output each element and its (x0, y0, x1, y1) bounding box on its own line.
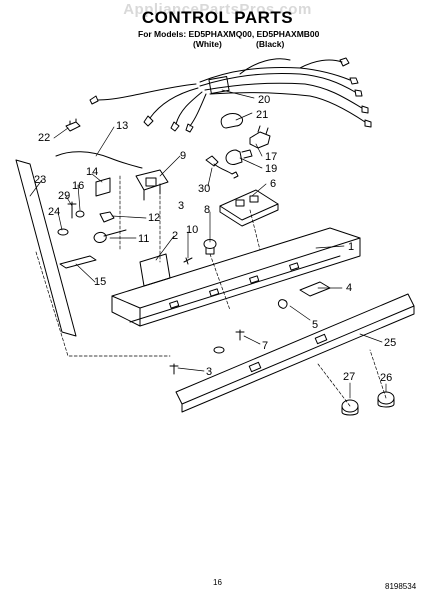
label-part-22: 22 (38, 132, 50, 144)
part-19-bulb (225, 149, 253, 165)
label-part-30: 30 (198, 183, 210, 195)
part-27-knob (341, 399, 359, 416)
label-part-29: 29 (58, 190, 70, 202)
part-13-wire (55, 151, 143, 169)
label-part-20: 20 (258, 94, 270, 106)
variant-black: (Black) (256, 39, 285, 49)
part-25-trim (175, 293, 415, 413)
page-number: 16 (213, 578, 222, 587)
part-6-board (219, 189, 279, 227)
part-15-bracket (59, 255, 97, 269)
diagram-title: CONTROL PARTS (141, 8, 294, 27)
part-10-screw (183, 257, 193, 265)
label-part-25: 25 (384, 337, 396, 349)
part-7-screw (235, 329, 245, 341)
label-part-5: 5 (312, 319, 318, 331)
part-number-labels: 20 21 22 13 17 19 9 30 14 6 29 16 3 12 2… (34, 94, 396, 384)
wire-harness (89, 57, 372, 133)
label-part-16: 16 (72, 180, 84, 192)
part-29-screw (67, 201, 77, 219)
label-part-17: 17 (265, 151, 277, 163)
document-number: 8198534 (385, 582, 417, 591)
part-14-bracket (95, 177, 111, 197)
part-16-nut (75, 210, 85, 218)
label-part-15: 15 (94, 276, 106, 288)
models-line: For Models: ED5PHAXMQ00, ED5PHAXMB00 (138, 29, 320, 39)
label-part-10: 10 (186, 224, 198, 236)
part-23-panel (15, 159, 77, 337)
label-part-6: 6 (270, 178, 276, 190)
part-4-lamp-holder (299, 281, 331, 297)
part-30-plug (205, 155, 239, 179)
label-part-2: 2 (172, 230, 178, 242)
label-part-7: 7 (262, 340, 268, 352)
label-part-3-lower: 3 (206, 366, 212, 378)
part-11-shaft (93, 229, 127, 243)
part-3-nut-lower (213, 346, 225, 354)
leader-lines (29, 89, 387, 399)
label-part-3: 3 (178, 200, 184, 212)
label-part-14: 14 (86, 166, 98, 178)
part-22-connector (65, 118, 81, 132)
label-part-19: 19 (265, 163, 277, 175)
part-24-washer (57, 228, 69, 236)
part-5-bulb (277, 299, 288, 309)
label-part-27: 27 (343, 371, 355, 383)
part-2-bracket (139, 253, 171, 287)
label-part-4: 4 (346, 282, 352, 294)
label-part-23: 23 (34, 174, 46, 186)
watermark: AppliancePartsPros.com (123, 1, 312, 18)
part-17-switch (249, 125, 271, 149)
variant-white: (White) (193, 39, 222, 49)
part-3-screw-lower (169, 363, 179, 375)
label-part-13: 13 (116, 120, 128, 132)
label-part-24: 24 (48, 206, 60, 218)
label-part-11: 11 (138, 233, 149, 245)
part-12-clip (99, 211, 115, 223)
part-21-clip (220, 113, 243, 129)
part-1-housing (111, 227, 361, 327)
part-9-thermostat (135, 169, 169, 201)
label-part-1: 1 (348, 241, 354, 253)
label-part-12: 12 (148, 212, 160, 224)
label-part-8: 8 (204, 204, 210, 216)
label-part-21: 21 (256, 109, 268, 121)
part-26-knob (377, 391, 395, 408)
label-part-26: 26 (380, 372, 392, 384)
label-part-9: 9 (180, 150, 186, 162)
